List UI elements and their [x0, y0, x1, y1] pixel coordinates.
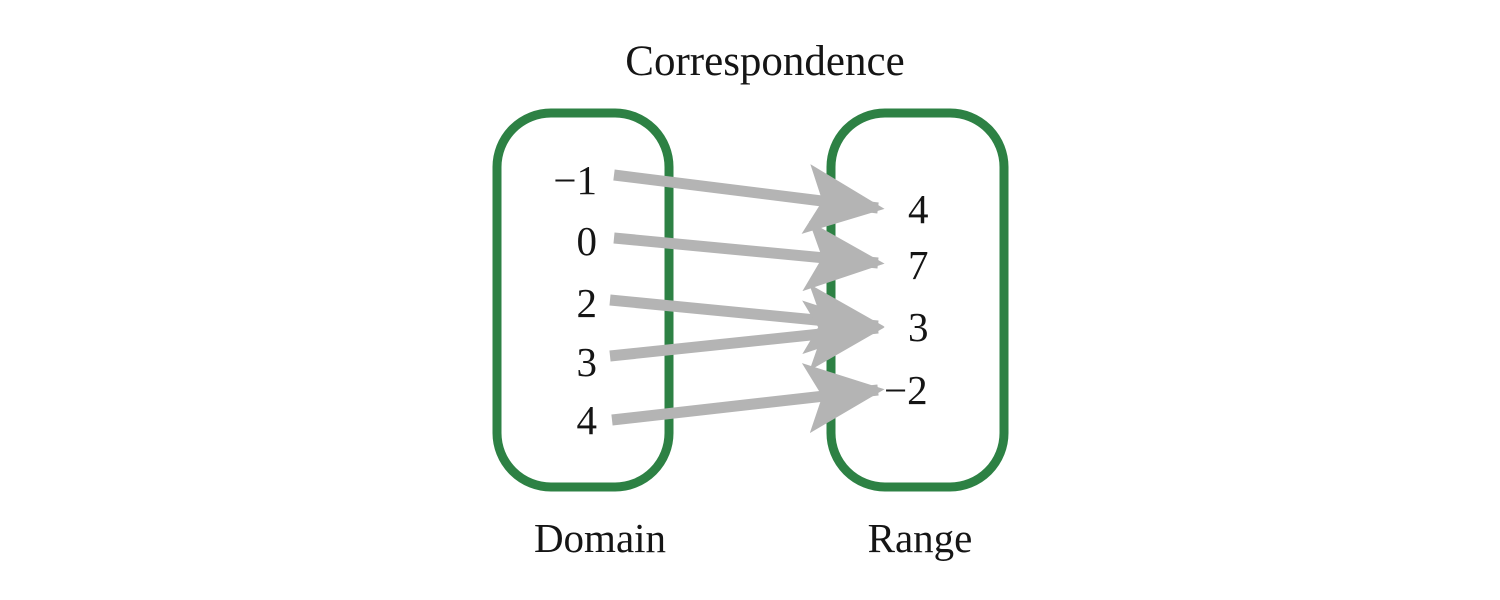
range-element-1: 7 — [908, 242, 929, 288]
domain-label: Domain — [534, 515, 666, 561]
mapping-arrows — [609, 164, 885, 434]
domain-element-3: 3 — [577, 339, 598, 385]
domain-elements: −1 0 2 3 4 — [553, 157, 597, 443]
range-label: Range — [868, 515, 973, 561]
domain-element-0: −1 — [553, 157, 597, 203]
range-element-3: −2 — [884, 367, 928, 413]
domain-element-4: 4 — [577, 397, 598, 443]
mapping-arrow-3-to-3 — [609, 300, 885, 371]
diagram-title: Correspondence — [625, 38, 904, 85]
mapping-arrow-2-to-3 — [609, 283, 885, 355]
mapping-arrow-−1-to-4 — [613, 164, 885, 234]
domain-element-2: 2 — [577, 280, 598, 326]
range-elements: 4 7 3 −2 — [884, 186, 929, 413]
mapping-arrow-4-to-−2 — [611, 363, 885, 434]
domain-box — [492, 108, 674, 492]
range-element-2: 3 — [908, 304, 929, 350]
range-element-0: 4 — [908, 186, 929, 232]
domain-element-1: 0 — [577, 218, 598, 264]
range-box — [826, 108, 1009, 492]
mapping-arrow-0-to-7 — [613, 221, 885, 292]
